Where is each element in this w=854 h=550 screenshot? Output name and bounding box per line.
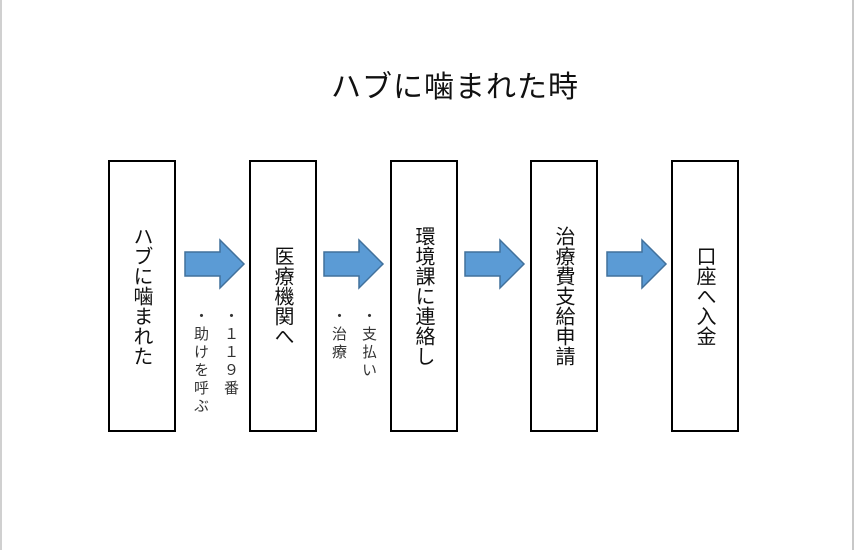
step-box-bitten: ハブに噛まれた [108, 160, 176, 432]
note-call-119: ・１１９番 [222, 308, 240, 398]
right-arrow-icon [323, 238, 385, 290]
step-label: 医療機関へ [271, 246, 295, 346]
step-box-contact: 環境課に連絡し [390, 160, 458, 432]
step-label: 口座へ入金 [693, 246, 717, 346]
right-arrow-icon [606, 238, 668, 290]
step-box-medical: 医療機関へ [249, 160, 317, 432]
page-right-border [852, 0, 854, 550]
step-label: 環境課に連絡し [412, 226, 436, 366]
note-payment: ・支払い [360, 308, 378, 380]
right-arrow-icon [464, 238, 526, 290]
note-call-help: ・助けを呼ぶ [192, 308, 210, 416]
step-box-deposit: 口座へ入金 [671, 160, 739, 432]
note-treatment: ・治療 [330, 308, 348, 362]
step-label: 治療費支給申請 [552, 226, 576, 366]
step-label: ハブに噛まれた [130, 226, 154, 366]
diagram-title: ハブに噛まれた時 [331, 70, 579, 105]
right-arrow-icon [184, 238, 246, 290]
page-left-border [0, 0, 2, 550]
step-box-application: 治療費支給申請 [530, 160, 598, 432]
